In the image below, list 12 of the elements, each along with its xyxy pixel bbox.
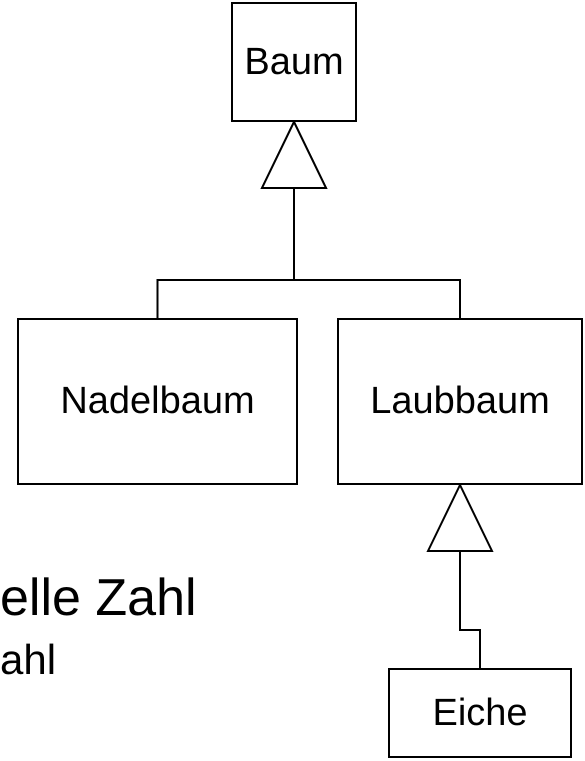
class-name: Baum — [244, 40, 344, 84]
class-name: Eiche — [432, 692, 528, 734]
inheritance-arrow — [427, 484, 493, 668]
class-name: Laubbaum — [370, 380, 550, 423]
partial-text: elle Zahl — [0, 568, 197, 628]
class-box — [17, 318, 298, 485]
class-box — [388, 668, 572, 758]
class-box — [231, 2, 357, 122]
partial-text: ahl — [0, 636, 56, 684]
class-box — [337, 318, 583, 485]
class-name: Nadelbaum — [60, 380, 255, 423]
inheritance-arrow — [261, 121, 461, 318]
